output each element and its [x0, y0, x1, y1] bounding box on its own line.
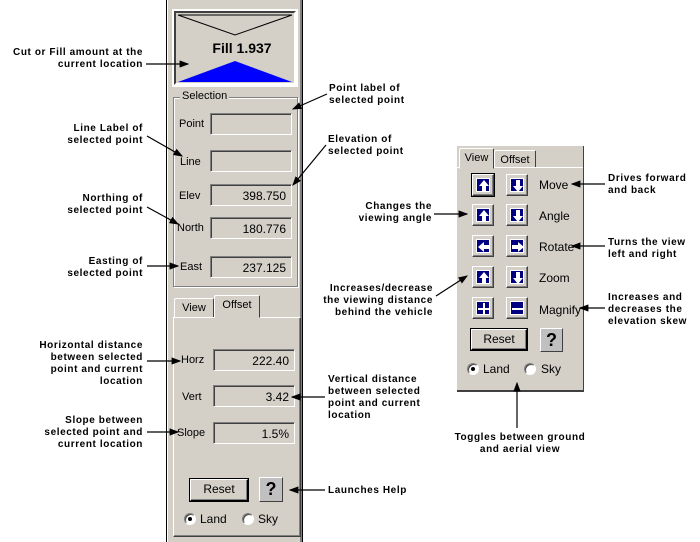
cut-fill-gauge: Fill 1.937	[172, 9, 298, 87]
sky-radio-label[interactable]: Sky	[258, 512, 279, 526]
view-control-panel: View Offset Move Angle Rotate Zoom	[457, 146, 584, 392]
rotate-right-button[interactable]	[506, 235, 528, 257]
vert-field[interactable]: 3.42	[213, 385, 295, 407]
point-label: Point	[179, 118, 205, 130]
move-forward-button[interactable]	[471, 173, 495, 197]
reset-button[interactable]: Reset	[470, 328, 528, 351]
down-arrow-icon	[513, 210, 523, 222]
east-field[interactable]: 237.125	[210, 256, 292, 278]
up-arrow-icon	[479, 180, 489, 192]
slope-label: Slope	[177, 427, 206, 439]
point-field[interactable]	[210, 113, 292, 135]
move-back-button[interactable]	[506, 174, 528, 196]
magnify-increase-button[interactable]	[472, 297, 494, 319]
help-button[interactable]: ?	[259, 477, 283, 502]
down-arrow-icon	[513, 272, 523, 284]
tab-view[interactable]: View	[459, 148, 494, 169]
horz-label: Horz	[181, 354, 205, 366]
zoom-in-button[interactable]	[472, 266, 494, 288]
fill-indicator	[178, 61, 292, 82]
tab-offset[interactable]: Offset	[494, 150, 536, 168]
line-field[interactable]	[210, 150, 292, 172]
land-radio[interactable]	[184, 513, 196, 525]
offset-tab-page: Horz 222.40 Vert 3.42 Slope 1.5% Reset ?…	[173, 317, 301, 537]
help-button[interactable]: ?	[540, 328, 563, 352]
plus-icon	[478, 303, 490, 315]
sky-radio[interactable]	[242, 513, 254, 525]
up-arrow-icon	[479, 272, 489, 284]
elev-label: Elev	[179, 190, 201, 202]
north-field[interactable]: 180.776	[210, 217, 292, 239]
elev-field[interactable]: 398.750	[210, 184, 292, 206]
right-arrow-icon	[512, 242, 524, 252]
angle-label: Angle	[539, 209, 570, 223]
minus-icon	[512, 308, 524, 310]
vert-label: Vert	[182, 391, 202, 403]
left-control-panel: Fill 1.937 Selection Point Line Elev 398…	[166, 0, 303, 542]
annotation-help: Launches Help	[328, 485, 407, 496]
line-label: Line	[180, 156, 201, 168]
move-label: Move	[539, 178, 569, 192]
magnify-label: Magnify	[539, 303, 582, 317]
rotate-label: Rotate	[539, 240, 575, 254]
cut-fill-value: Fill 1.937	[212, 40, 272, 56]
magnify-decrease-button[interactable]	[506, 297, 528, 319]
land-radio-label[interactable]: Land	[200, 512, 227, 526]
zoom-out-button[interactable]	[506, 266, 528, 288]
selection-title: Selection	[180, 90, 230, 102]
land-radio-label[interactable]: Land	[483, 362, 510, 376]
land-radio[interactable]	[467, 363, 479, 375]
angle-up-button[interactable]	[472, 204, 494, 226]
sky-radio-label[interactable]: Sky	[541, 362, 562, 376]
selection-groupbox: Selection Point Line Elev 398.750 North …	[173, 90, 298, 287]
up-arrow-icon	[479, 210, 489, 222]
left-arrow-icon	[478, 242, 490, 252]
cut-fill-triangles-icon	[177, 14, 293, 82]
zoom-label: Zoom	[539, 271, 570, 285]
tab-view[interactable]: View	[174, 298, 214, 318]
horz-field[interactable]: 222.40	[213, 349, 295, 371]
north-label: North	[177, 222, 204, 234]
angle-down-button[interactable]	[506, 204, 528, 226]
sky-radio[interactable]	[524, 363, 536, 375]
rotate-left-button[interactable]	[472, 235, 494, 257]
reset-button[interactable]: Reset	[189, 478, 249, 502]
east-label: East	[180, 261, 203, 273]
down-arrow-icon	[513, 180, 523, 192]
slope-field[interactable]: 1.5%	[213, 422, 295, 444]
tab-offset[interactable]: Offset	[214, 295, 260, 318]
